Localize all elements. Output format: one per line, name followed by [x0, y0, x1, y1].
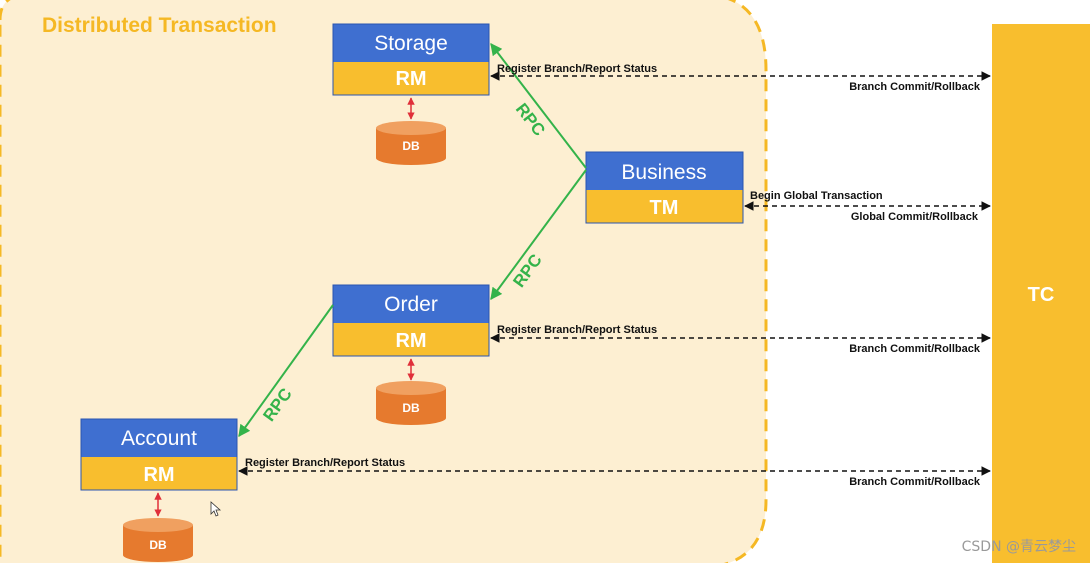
order-rm-label: RM	[395, 330, 426, 352]
tc-label: TC	[1028, 284, 1055, 306]
order-node: Order RM	[332, 284, 490, 357]
account-db-label: DB	[149, 538, 167, 552]
order-register-label: Register Branch/Report Status	[497, 324, 657, 336]
begin-global-label: Begin Global Transaction	[750, 190, 883, 202]
storage-tc-link: Register Branch/Report Status Branch Com…	[490, 63, 991, 93]
business-tm-label: TM	[650, 197, 679, 219]
business-node: Business TM	[585, 151, 744, 224]
account-rm-label: RM	[143, 464, 174, 486]
business-label: Business	[621, 161, 706, 184]
account-node: Account RM	[80, 418, 238, 491]
account-label: Account	[121, 427, 197, 450]
account-db: DB	[123, 492, 193, 562]
tc-node: TC	[992, 24, 1090, 563]
storage-label: Storage	[374, 32, 448, 55]
csdn-watermark: CSDN @青云梦尘	[962, 539, 1076, 555]
storage-db: DB	[376, 97, 446, 165]
order-db: DB	[376, 358, 446, 425]
mouse-cursor-icon	[210, 501, 222, 517]
storage-rm-label: RM	[395, 68, 426, 90]
storage-branch-commit-label: Branch Commit/Rollback	[849, 81, 981, 93]
storage-node: Storage RM	[332, 23, 490, 96]
business-tc-link: Begin Global Transaction Global Commit/R…	[744, 190, 991, 223]
order-db-label: DB	[402, 401, 420, 415]
order-label: Order	[384, 293, 438, 316]
account-branch-commit-label: Branch Commit/Rollback	[849, 476, 981, 488]
account-register-label: Register Branch/Report Status	[245, 457, 405, 469]
global-commit-label: Global Commit/Rollback	[851, 211, 979, 223]
storage-db-label: DB	[402, 139, 420, 153]
region-title: Distributed Transaction	[42, 14, 277, 37]
storage-register-label: Register Branch/Report Status	[497, 63, 657, 75]
order-branch-commit-label: Branch Commit/Rollback	[849, 343, 981, 355]
account-tc-link: Register Branch/Report Status Branch Com…	[238, 457, 991, 488]
order-tc-link: Register Branch/Report Status Branch Com…	[490, 324, 991, 355]
